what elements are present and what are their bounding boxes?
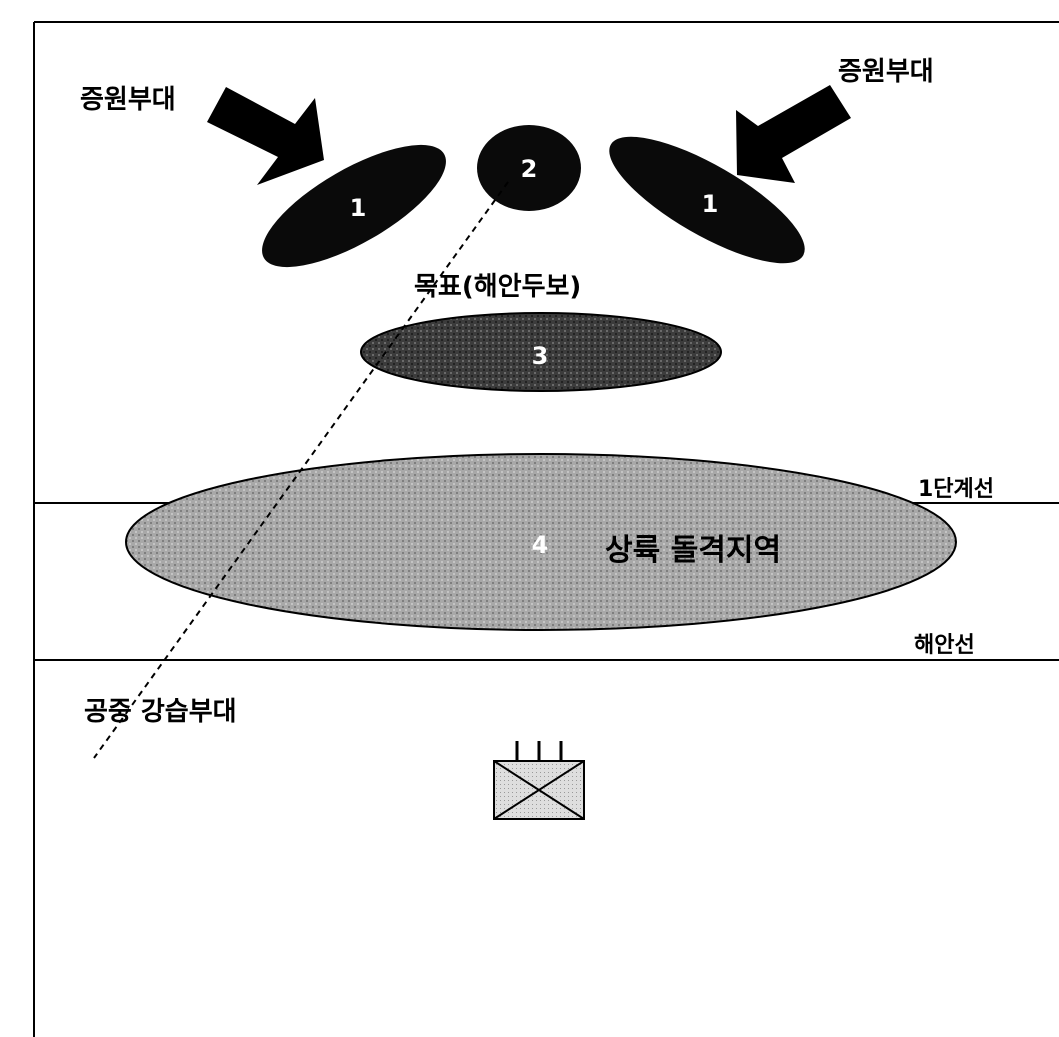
coastline-label: 해안선 [914,633,975,658]
reinforcement-left-label: 증원부대 [80,85,176,115]
objective-label: 목표(해안두보) [414,272,581,302]
right-unit-number: 1 [702,190,719,218]
diagram-frame [33,21,1059,1037]
reinforcement-right-arrow-icon [736,85,851,183]
landing-unit-number: 4 [532,531,549,559]
right-unit-ellipse [609,136,805,264]
unit-symbol-icon [493,741,585,820]
center-unit-circle [477,125,581,211]
reinforcement-right-label: 증원부대 [838,57,934,87]
objective-unit-number: 3 [532,342,549,370]
objective-ellipse [360,312,722,392]
landing-zone-ellipse [125,453,957,631]
phase-line-label: 1단계선 [918,477,994,502]
air-assault-route [93,181,509,759]
left-unit-number: 1 [350,194,367,222]
landing-zone-label: 상륙 돌격지역 [605,533,781,568]
reinforcement-left-arrow-icon [207,87,324,185]
air-assault-label: 공중 강습부대 [84,697,237,727]
center-unit-number: 2 [521,155,538,183]
left-unit-ellipse [262,144,446,268]
